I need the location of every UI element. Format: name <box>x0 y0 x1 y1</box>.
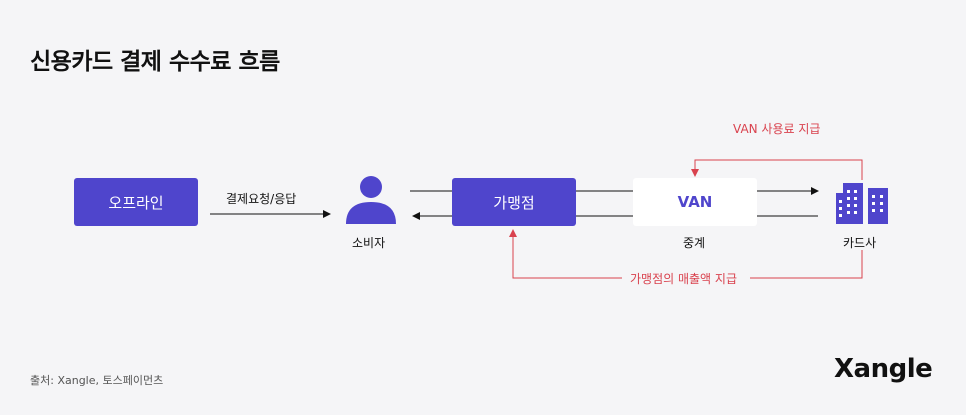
merchant-payment-arrow <box>509 229 622 279</box>
offline-node: 오프라인 <box>74 178 198 226</box>
merchant-node: 가맹점 <box>452 178 576 226</box>
request-response-label: 결제요청/응답 <box>226 192 297 206</box>
buildings-icon <box>836 183 888 224</box>
van-caption: 중계 <box>683 236 706 250</box>
person-icon <box>346 176 396 224</box>
diagram-title: 신용카드 결제 수수료 흐름 <box>30 49 280 75</box>
van-node: VAN <box>633 178 757 226</box>
merchant-payment-line-right <box>750 250 863 279</box>
source-note: 출처: Xangle, 토스페이먼츠 <box>30 374 164 387</box>
merchant-payment-label: 가맹점의 매출액 지급 <box>630 272 737 286</box>
card-company-label: 카드사 <box>843 236 877 250</box>
xangle-logo: Xangle <box>834 354 933 384</box>
consumer-label: 소비자 <box>352 236 386 250</box>
van-fee-arrow <box>691 159 863 180</box>
van-fee-label: VAN 사용료 지급 <box>733 122 821 136</box>
